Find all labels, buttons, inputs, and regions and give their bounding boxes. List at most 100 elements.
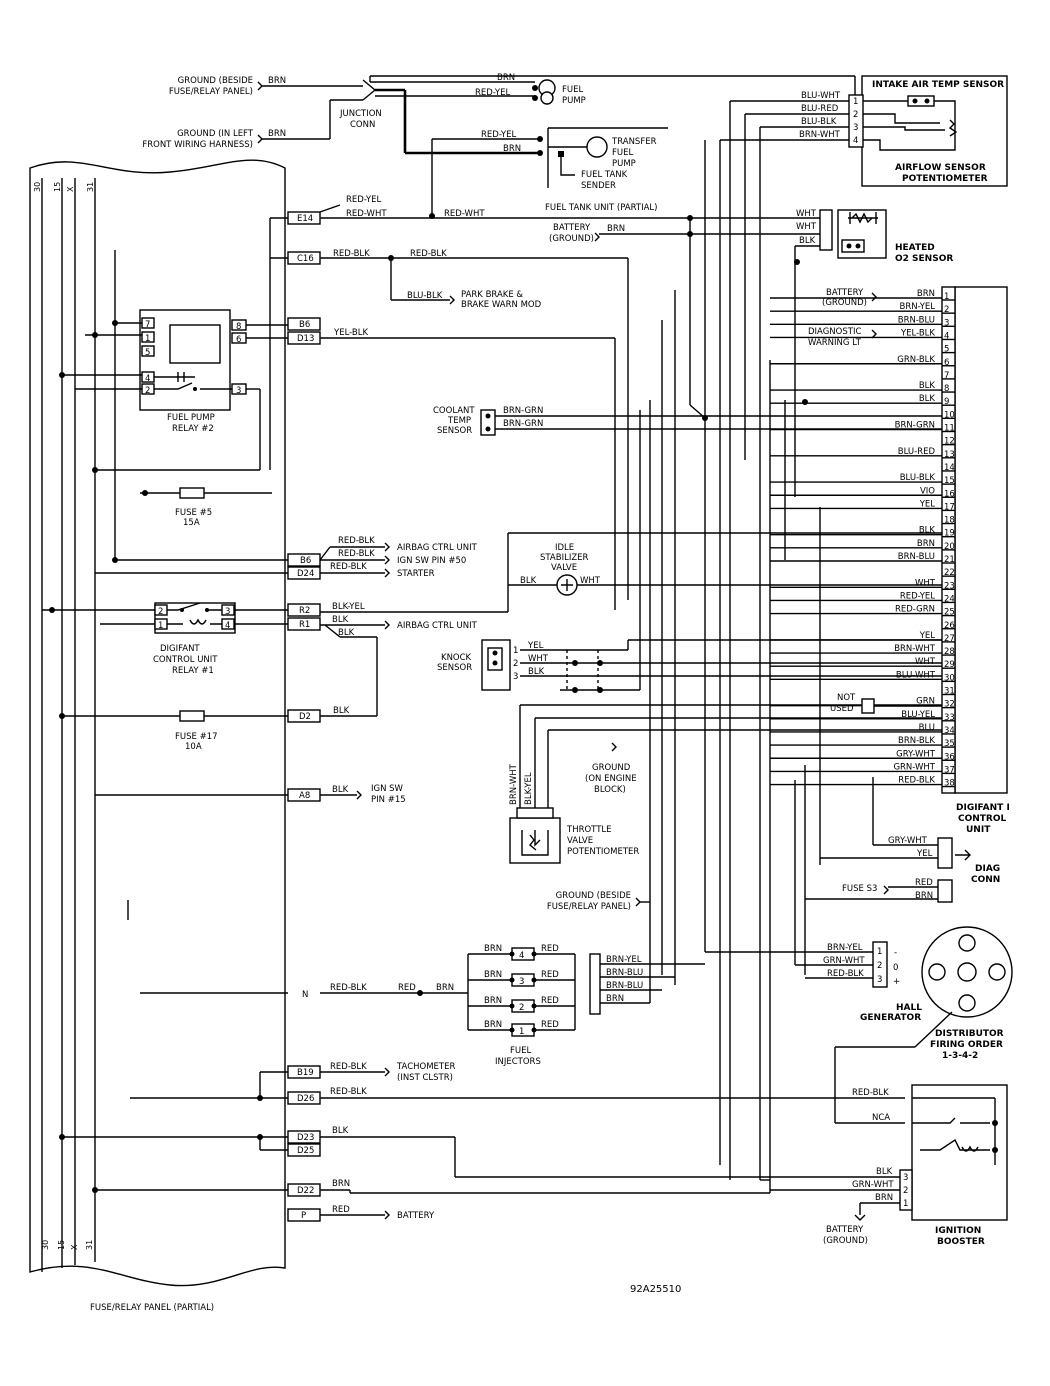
wire-label-w12: RED-BLK bbox=[410, 249, 447, 259]
svg-text:N: N bbox=[302, 990, 308, 1000]
engine-gnd-1: GROUND bbox=[592, 763, 631, 773]
tach-label-1: TACHOMETER bbox=[396, 1062, 455, 1072]
ecu-wire-label-27: YEL bbox=[919, 631, 936, 641]
engine-ground: GROUND (ON ENGINE BLOCK) A8 BLK IGN SW P… bbox=[95, 742, 637, 805]
ecu-pin-13: 13 bbox=[944, 450, 955, 460]
injector-red-label: RED bbox=[541, 1020, 559, 1030]
dist-label-1: DISTRIBUTOR bbox=[935, 1029, 1004, 1039]
wire-label-w37: BRN-WHT bbox=[509, 763, 519, 805]
batt-gnd2-2: (GROUND) bbox=[823, 1236, 868, 1246]
ecu-wire-label-2: BRN-YEL bbox=[900, 302, 936, 312]
svg-text:D13: D13 bbox=[297, 334, 314, 344]
wire-label-w39: GRY-WHT bbox=[888, 836, 928, 846]
ecu-label-1: DIGIFANT I bbox=[956, 803, 1010, 813]
rail-15-top: 15 bbox=[53, 182, 62, 192]
wire-label-w42: BRN bbox=[915, 891, 933, 901]
transfer-pump-label-3: PUMP bbox=[612, 159, 636, 169]
injector-node bbox=[509, 977, 515, 983]
ecu-pin-16: 16 bbox=[944, 489, 955, 499]
fuel-pump-relay-2: 7 1 5 4 2 8 6 3 FUEL PUMP RELAY #2 bbox=[59, 309, 288, 473]
svg-text:B19: B19 bbox=[297, 1068, 314, 1078]
wire-label-w5: RED-YEL bbox=[481, 130, 516, 140]
relay1-label-2: CONTROL UNIT bbox=[153, 655, 218, 665]
wire-label-w23: BRN-GRN bbox=[503, 419, 543, 429]
wire-label-w34: BLK bbox=[528, 667, 545, 677]
wire-label-w13: BLU-BLK bbox=[407, 291, 443, 301]
svg-text:1: 1 bbox=[158, 621, 163, 631]
injector-label-1: FUEL bbox=[510, 1046, 531, 1056]
injector-node bbox=[531, 977, 537, 983]
figure-id: 92A25510 bbox=[630, 1284, 681, 1295]
fuse5-label: FUSE #5 bbox=[175, 508, 212, 518]
svg-text:5: 5 bbox=[145, 348, 150, 358]
diag-conn-1: DIAG bbox=[975, 864, 1000, 874]
injector-num: 1 bbox=[519, 1027, 524, 1037]
throttle-label-3: POTENTIOMETER bbox=[567, 847, 639, 857]
fuse-5: FUSE #5 15A bbox=[140, 487, 272, 528]
wire-label-w32: YEL bbox=[527, 641, 544, 651]
wire-label-w19: WHT bbox=[796, 209, 817, 219]
lower-panel-connectors: B19 RED-BLK TACHOMETER (INST CLSTR) D26 … bbox=[59, 900, 905, 1222]
ecu-label-2: CONTROL bbox=[958, 814, 1007, 824]
wire-label-w43: RED-BLK bbox=[330, 983, 367, 993]
airflow-label-2: POTENTIOMETER bbox=[902, 174, 988, 184]
svg-text:-: - bbox=[894, 948, 897, 958]
ecu-wire-label-16: VIO bbox=[920, 486, 935, 496]
injector-node bbox=[509, 1027, 515, 1033]
wire-label-w38: BLK-YEL bbox=[524, 772, 534, 805]
svg-text:D25: D25 bbox=[297, 1146, 314, 1156]
r2-r1-section: R2 R1 BLK-YEL BLK AIRBAG CTRL UNIT BLK bbox=[287, 602, 508, 716]
ground-left-1: GROUND (IN LEFT bbox=[177, 129, 254, 139]
airbag-label-2: AIRBAG CTRL UNIT bbox=[397, 621, 478, 631]
ground-beside2-2: FUSE/RELAY PANEL) bbox=[547, 902, 631, 912]
wire-label-w56: BRN-BLU bbox=[606, 981, 643, 991]
throttle-label-1: THROTTLE bbox=[566, 825, 612, 835]
relay1-label-3: RELAY #1 bbox=[172, 666, 214, 676]
dist-label-3: 1-3-4-2 bbox=[942, 1051, 978, 1061]
svg-text:D22: D22 bbox=[297, 1186, 314, 1196]
wire-label-w44: RED bbox=[398, 983, 416, 993]
idle-label-3: VALVE bbox=[551, 563, 577, 573]
ecu-wire-label-25: RED-GRN bbox=[895, 605, 935, 615]
injector-label-2: INJECTORS bbox=[495, 1057, 541, 1067]
wire-label-w31: BLK bbox=[338, 628, 355, 638]
svg-text:D26: D26 bbox=[297, 1094, 314, 1104]
ecu-pin-30: 30 bbox=[944, 673, 955, 683]
wire-label-w21: BLK bbox=[799, 236, 816, 246]
rail-x-bottom: X bbox=[70, 1244, 79, 1250]
ecu-wire-label-38: RED-BLK bbox=[898, 776, 935, 786]
wire-label-w36: BLK bbox=[332, 785, 349, 795]
svg-text:4: 4 bbox=[145, 374, 150, 384]
engine-gnd-2: (ON ENGINE bbox=[585, 774, 637, 784]
wire-label-w41: RED bbox=[915, 878, 933, 888]
coolant-label-1: COOLANT bbox=[433, 406, 475, 416]
ground-beside-2: GROUND (BESIDE FUSE/RELAY PANEL) bbox=[547, 891, 650, 912]
digifant-relay-1: 2 1 3 4 DIGIFANT CONTROL UNIT RELAY #1 bbox=[42, 602, 288, 676]
tank-unit-label: FUEL TANK UNIT (PARTIAL) bbox=[545, 203, 657, 213]
svg-text:1: 1 bbox=[903, 1199, 908, 1209]
svg-text:R1: R1 bbox=[299, 620, 310, 630]
wire-label-w33: WHT bbox=[528, 654, 549, 664]
wire-label-w61: RED-BLK bbox=[330, 1062, 367, 1072]
ecu-pin-23: 23 bbox=[944, 581, 955, 591]
ecu-wire-label-35: BRN-BLK bbox=[898, 736, 935, 746]
injector-brn-label: BRN bbox=[484, 996, 502, 1006]
injector-node bbox=[531, 1003, 537, 1009]
wire-label-w16: BLU-RED bbox=[801, 104, 839, 114]
diag-lt-label-2: WARNING LT bbox=[808, 338, 862, 348]
wire-label-w40: YEL bbox=[916, 849, 933, 859]
svg-text:3: 3 bbox=[513, 672, 518, 682]
svg-text:1: 1 bbox=[145, 334, 150, 344]
svg-text:B6: B6 bbox=[300, 556, 311, 566]
ecu-pin-32: 32 bbox=[944, 700, 955, 710]
intake-air-temp-sensor: INTAKE AIR TEMP SENSOR 1 2 3 4 AIRFLOW S… bbox=[720, 75, 1008, 187]
injector-node bbox=[531, 1027, 537, 1033]
injector-red-label: RED bbox=[541, 970, 559, 980]
relay2-label-2: RELAY #2 bbox=[172, 424, 214, 434]
fuse-17: FUSE #17 10A D2 BLK bbox=[59, 706, 377, 752]
ecu-wire-label-8: BLK bbox=[919, 381, 936, 391]
dist-label-2: FIRING ORDER bbox=[930, 1040, 1003, 1050]
ecu-pin-27: 27 bbox=[944, 634, 955, 644]
injector-brn-label: BRN bbox=[484, 970, 502, 980]
wire-label-w57: BRN bbox=[606, 994, 624, 1004]
